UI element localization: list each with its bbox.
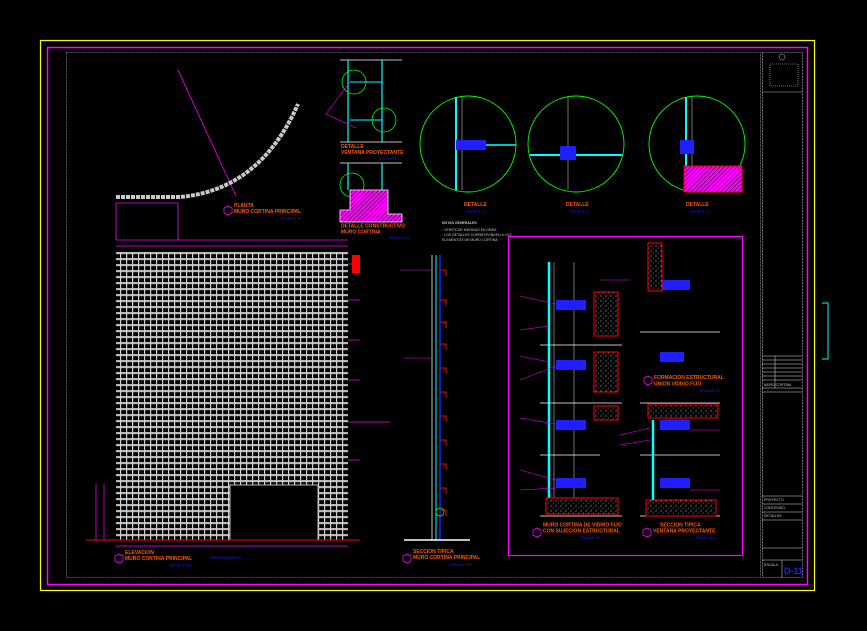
fixed-union-scale: ESCALA 1:5 bbox=[700, 389, 720, 393]
section-view: SECCION TIPICA MURO CORTINA PRINCIPAL ES… bbox=[400, 255, 480, 567]
circle-detail-c: DETALLE ESCALA 1:2 bbox=[648, 95, 746, 214]
inner-border bbox=[46, 46, 809, 586]
window-section-scale: ESCALA 1:5 bbox=[696, 536, 716, 540]
fixed-glass-title-1: MURO CORTINA DE VIDRIO FIJO bbox=[543, 523, 622, 529]
drawing-frame bbox=[66, 52, 761, 578]
detail-a-title: DETALLE bbox=[464, 202, 487, 208]
elevation-title-2: MURO CORTINA PRINCIPAL bbox=[125, 556, 192, 562]
detail-b-scale: ESCALA 1:2 bbox=[570, 210, 590, 214]
plan-title-2: MURO CORTINA PRINCIPAL bbox=[234, 209, 301, 215]
section-title-1: SECCION TIPICA bbox=[413, 549, 454, 555]
sheet-number: D-11 bbox=[784, 566, 803, 576]
window-detail-title-1: DETALLE bbox=[341, 144, 364, 150]
window-detail-title-2: VENTANA PROYECTANTE bbox=[341, 150, 404, 156]
details-panel: FORMACION ESTRUCTURAL UNION VIDRIO FIJO … bbox=[507, 235, 744, 557]
circle-detail-a: DETALLE ESCALA 1:2 bbox=[419, 95, 517, 214]
door-opening bbox=[229, 484, 319, 541]
notes-heading: NOTAS GENERALES bbox=[442, 221, 477, 225]
circle-detail-b: DETALLE ESCALA 1:2 bbox=[527, 95, 625, 214]
section-title-2: MURO CORTINA PRINCIPAL bbox=[413, 555, 480, 561]
location-key-plan bbox=[769, 63, 799, 87]
detail-c-scale: ESCALA 1:2 bbox=[690, 210, 710, 214]
elevation-title-1: ELEVACION bbox=[125, 550, 154, 556]
detail-b-title: DETALLE bbox=[566, 202, 589, 208]
window-detail: DETALLE VENTANA PROYECTANTE ESCALA 1:5 D… bbox=[325, 59, 410, 240]
plan-view: PLANTA MURO CORTINA PRINCIPAL ESCALA 1:5… bbox=[115, 69, 301, 240]
window-section-title-2: VENTANA PROYECTANTE bbox=[653, 529, 716, 535]
detail-c-title: DETALLE bbox=[686, 202, 709, 208]
elevation-scale: ESCALA 1:50 bbox=[170, 564, 191, 568]
tb-label-2: CONTENIDO bbox=[764, 506, 785, 510]
tb-label-1: PROYECTO bbox=[764, 498, 784, 502]
fixed-union-title-1: FORMACION ESTRUCTURAL bbox=[654, 375, 724, 381]
plan-scale: ESCALA 1:50 bbox=[280, 217, 301, 221]
outer-border bbox=[39, 39, 816, 592]
title-block: MURO CORTINA PROYECTO CONTENIDO DETALLES… bbox=[762, 52, 803, 578]
construction-detail-scale: ESCALA 1:5 bbox=[390, 236, 410, 240]
detail-a-scale: ESCALA 1:2 bbox=[466, 210, 486, 214]
plan-title-marker bbox=[223, 205, 233, 216]
window-section-title-1: SECCION TIPICA bbox=[660, 523, 701, 529]
elevation-view: ELEVACION MURO CORTINA PRINCIPAL VER DES… bbox=[86, 239, 390, 568]
note-item: - VERIFICAR MEDIDAS EN OBRA bbox=[442, 228, 497, 232]
section-scale: ESCALA 1:50 bbox=[450, 563, 471, 567]
side-bracket bbox=[822, 302, 829, 360]
elevation-note: VER DESARROLLO bbox=[210, 556, 242, 560]
tb-label-4: ESCALA bbox=[764, 563, 778, 567]
general-notes: NOTAS GENERALES - VERIFICAR MEDIDAS EN O… bbox=[442, 221, 512, 242]
fixed-glass-title-2: CON SUJECION ESTRUCTURAL bbox=[543, 529, 620, 535]
tb-label-3: DETALLES bbox=[764, 514, 782, 518]
north-arrow-icon bbox=[778, 53, 786, 61]
note-item: ELEMENTOS DE MURO CORTINA bbox=[442, 238, 498, 242]
tb-project: MURO CORTINA bbox=[764, 383, 792, 387]
note-item: - LOS DETALLES CORRESPONDEN A LOS bbox=[442, 233, 512, 237]
plan-title-1: PLANTA bbox=[234, 203, 254, 209]
fixed-union-title-2: UNION VIDRIO FIJO bbox=[654, 382, 701, 388]
fixed-glass-scale: ESCALA 1:5 bbox=[580, 536, 600, 540]
construction-detail-title-2: MURO CORTINA bbox=[341, 230, 381, 236]
construction-detail-title-1: DETALLE CONSTRUCTIVO bbox=[341, 224, 405, 230]
window-detail-scale: ESCALA 1:5 bbox=[380, 157, 400, 161]
